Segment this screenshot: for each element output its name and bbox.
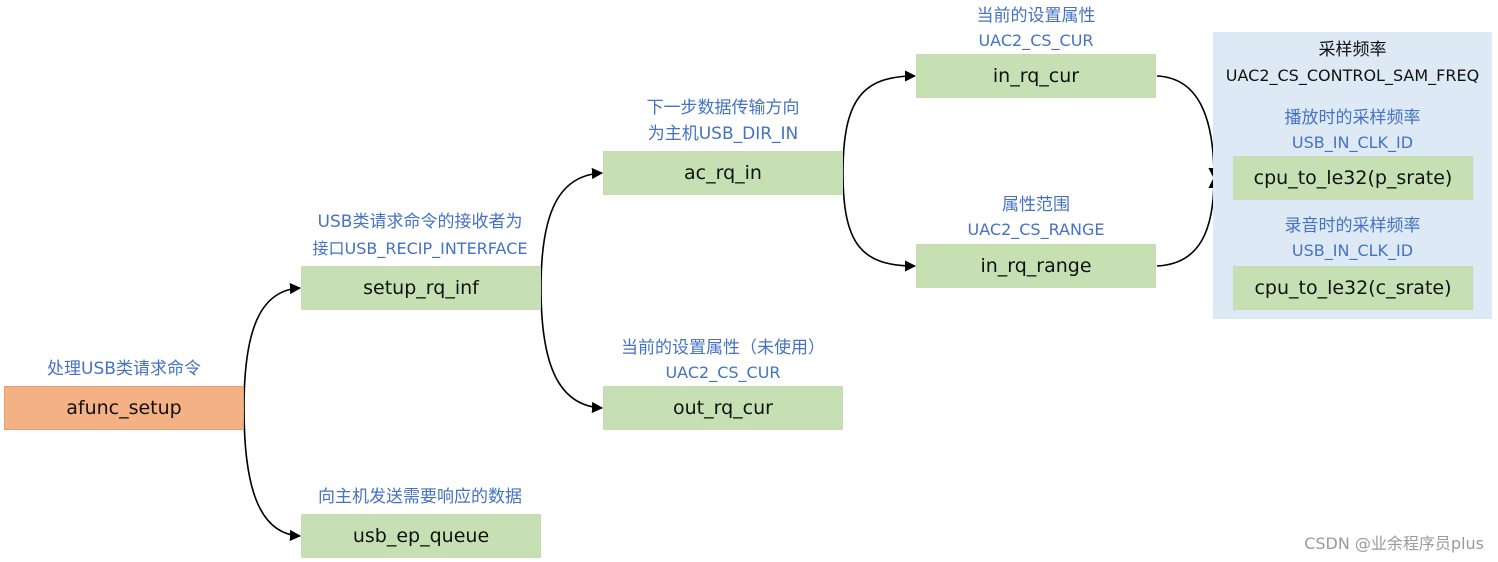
arrow-acin-to-incur bbox=[842, 70, 917, 174]
playback-caption-line2: USB_IN_CLK_ID bbox=[1291, 133, 1414, 152]
arrow-setup-to-acin bbox=[540, 167, 604, 289]
panel-title: 采样频率 bbox=[1318, 40, 1387, 60]
afunc-setup-caption: 处理USB类请求命令 bbox=[47, 359, 201, 379]
arrow-afunc-to-queue bbox=[243, 407, 302, 542]
setup-rq-inf-caption-line2: 接口USB_RECIP_INTERFACE bbox=[312, 239, 528, 258]
arrow-incur-to-panel bbox=[1156, 75, 1220, 180]
record-caption-line2: USB_IN_CLK_ID bbox=[1291, 241, 1414, 260]
setup-rq-inf-node[interactable]: setup_rq_inf bbox=[301, 266, 541, 310]
in-rq-cur-caption-line2: UAC2_CS_CUR bbox=[978, 31, 1094, 50]
watermark: CSDN @业余程序员plus bbox=[1304, 534, 1484, 553]
usb-ep-queue-caption: 向主机发送需要响应的数据 bbox=[318, 487, 522, 507]
arrow-afunc-to-setup bbox=[243, 282, 302, 409]
arrow-acin-to-inrange bbox=[842, 172, 917, 272]
in-rq-range-node[interactable]: in_rq_range bbox=[916, 244, 1156, 288]
out-rq-cur-caption-line1: 当前的设置属性（未使用） bbox=[621, 338, 825, 358]
out-rq-cur-caption-line2: UAC2_CS_CUR bbox=[665, 363, 781, 382]
afunc-setup-node[interactable]: afunc_setup bbox=[4, 386, 244, 430]
ac-rq-in-node[interactable]: ac_rq_in bbox=[603, 151, 843, 195]
ac-rq-in-caption-line2: 为主机USB_DIR_IN bbox=[647, 124, 799, 144]
out-rq-cur-node[interactable]: out_rq_cur bbox=[603, 386, 843, 430]
setup-rq-inf-caption-line1: USB类请求命令的接收者为 bbox=[317, 212, 523, 232]
playback-rate-node[interactable]: cpu_to_le32(p_srate) bbox=[1233, 156, 1473, 200]
usb-ep-queue-node[interactable]: usb_ep_queue bbox=[301, 514, 541, 558]
in-rq-cur-caption-line1: 当前的设置属性 bbox=[976, 6, 1096, 26]
panel-subtitle: UAC2_CS_CONTROL_SAM_FREQ bbox=[1225, 66, 1480, 85]
record-caption-line1: 录音时的采样频率 bbox=[1284, 216, 1421, 236]
ac-rq-in-caption-line1: 下一步数据传输方向 bbox=[646, 98, 800, 118]
record-rate-node[interactable]: cpu_to_le32(c_srate) bbox=[1233, 266, 1473, 310]
playback-caption-line1: 播放时的采样频率 bbox=[1284, 108, 1421, 128]
arrow-setup-to-outcur bbox=[540, 287, 604, 414]
in-rq-range-caption-line1: 属性范围 bbox=[1002, 195, 1070, 215]
in-rq-cur-node[interactable]: in_rq_cur bbox=[916, 54, 1156, 98]
in-rq-range-caption-line2: UAC2_CS_RANGE bbox=[967, 220, 1105, 239]
